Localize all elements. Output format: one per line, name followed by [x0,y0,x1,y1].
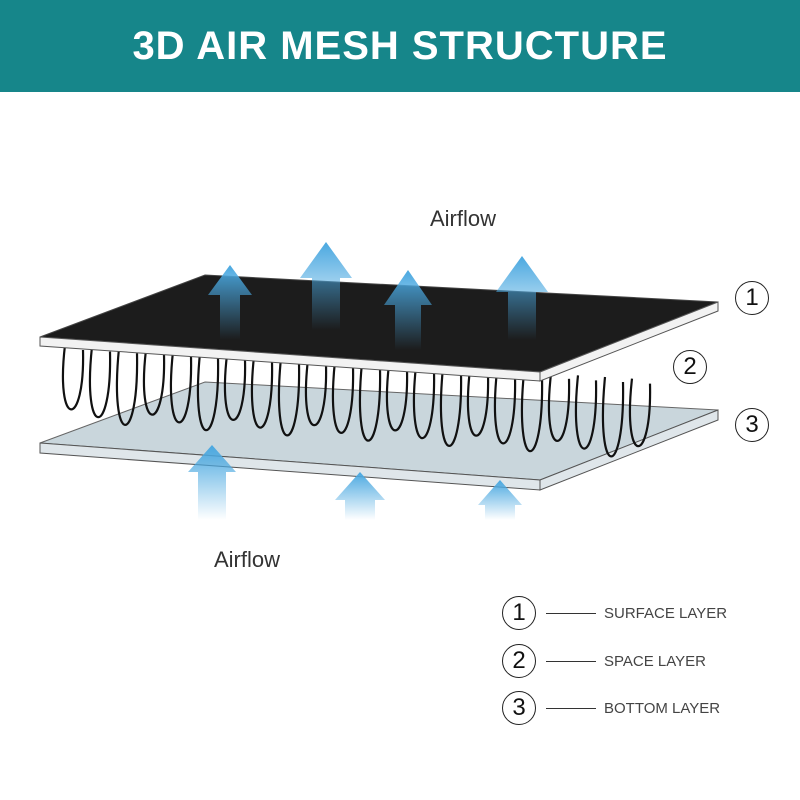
fiber-loop [547,373,571,442]
legend-number: 1 [502,596,536,630]
fiber-loop [574,375,598,450]
badge-space: 2 [673,350,707,384]
fiber-loop [142,349,166,416]
legend-label: BOTTOM LAYER [604,699,721,717]
fiber-loop [331,360,355,434]
fiber-loop [358,362,382,442]
badge-surface: 1 [735,281,769,315]
fiber-loop [223,354,247,421]
fiber-loop [439,367,463,447]
fiber-loop [169,351,193,424]
airflow-arrows-bottom [188,445,522,520]
header-banner: 3D AIR MESH STRUCTURE [0,0,800,92]
airflow-label-top: Airflow [430,206,497,231]
fiber-loop [277,357,301,437]
legend-item: 1 SURFACE LAYER [502,596,727,630]
page-title: 3D AIR MESH STRUCTURE [132,23,668,68]
legend-item: 2 SPACE LAYER [502,644,706,678]
legend-line [546,660,596,662]
fiber-loop [628,378,652,448]
fiber-loop [88,346,112,419]
fiber-loop [250,356,274,429]
badge-bottom: 3 [735,408,769,442]
fiber-loop [385,364,409,432]
spacer-fibers [61,344,652,458]
fiber-loop [304,359,328,427]
fiber-loop [115,348,139,426]
legend-label: SPACE LAYER [604,652,706,670]
airflow-arrows-top [208,242,548,350]
fiber-loop [412,365,436,440]
fiber-loop [520,372,544,453]
legend-number: 3 [502,691,536,725]
legend-line [546,612,596,614]
legend-number: 2 [502,644,536,678]
legend-label: SURFACE LAYER [604,604,728,622]
fiber-loop [61,344,85,411]
fiber-loop [466,368,490,437]
surface-layer [39,274,719,382]
fiber-loop [601,376,625,458]
legend-line [546,707,596,709]
fiber-loop [196,352,220,432]
legend-item: 3 BOTTOM LAYER [502,691,720,725]
fiber-loop [493,370,517,445]
airflow-label-bottom: Airflow [214,547,281,572]
